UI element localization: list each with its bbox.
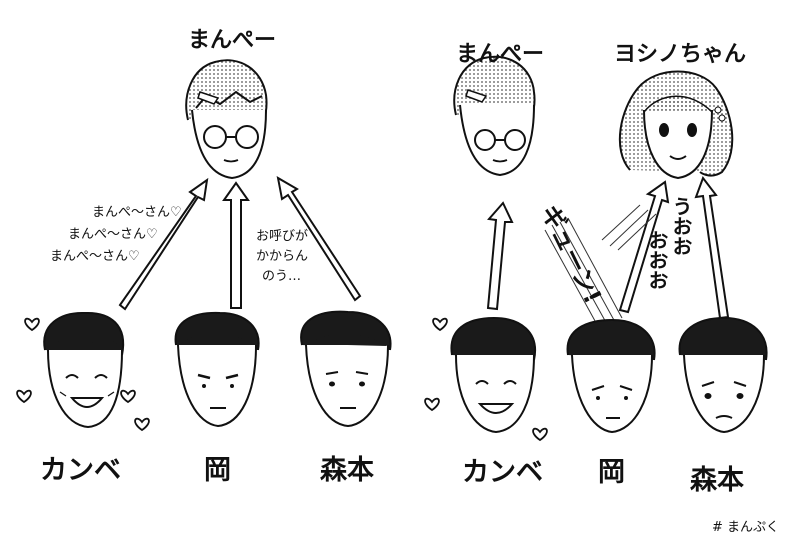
yoshino-face <box>618 70 734 180</box>
oka-label-right: 岡 <box>598 457 625 488</box>
heart-icon <box>532 427 548 441</box>
speed-lines <box>544 204 657 331</box>
heart-icon <box>424 397 440 411</box>
oka-label-left: 岡 <box>204 455 231 486</box>
heart-icon <box>16 389 32 403</box>
arrow-icon <box>486 175 730 320</box>
cheer-col-2: おおお <box>645 230 669 290</box>
manpei-face-right <box>453 55 536 177</box>
kanbe-call-line-3: まんぺ〜さん♡ <box>50 249 140 264</box>
heart-icon <box>432 317 448 331</box>
oka-whisper-line-2: かからん <box>256 249 309 264</box>
kanbe-face-left <box>43 311 125 429</box>
oka-face-right <box>566 318 656 434</box>
morimoto-label-right: 森本 <box>690 465 744 496</box>
kanbe-call-line-2: まんぺ〜さん♡ <box>68 227 158 242</box>
oka-whisper-line-3: のう… <box>262 269 302 284</box>
oka-whisper-line-1: お呼びが <box>256 229 309 244</box>
kanbe-face-right <box>450 316 537 434</box>
kanbe-call-line-1: まんぺ〜さん♡ <box>92 205 182 220</box>
yoshino-label: ヨシノちゃん <box>614 42 747 67</box>
arrow-icon <box>118 176 362 311</box>
kanbe-label-left: カンベ <box>40 455 121 486</box>
heart-icon <box>24 317 40 331</box>
manpei-label-right: まんぺー <box>456 42 545 67</box>
heart-icon <box>134 417 150 431</box>
morimoto-face-right <box>678 316 768 434</box>
oka-face-left <box>174 311 260 428</box>
cheer-col-1: うおお <box>669 196 693 256</box>
hashtag: # まんぷく <box>712 520 780 535</box>
morimoto-face-left <box>300 310 392 428</box>
manpei-face-left <box>185 59 268 180</box>
kanbe-label-right: カンベ <box>462 457 543 488</box>
heart-icon <box>120 389 136 403</box>
morimoto-label-left: 森本 <box>320 455 374 486</box>
manpei-label-left: まんぺー <box>188 28 277 53</box>
